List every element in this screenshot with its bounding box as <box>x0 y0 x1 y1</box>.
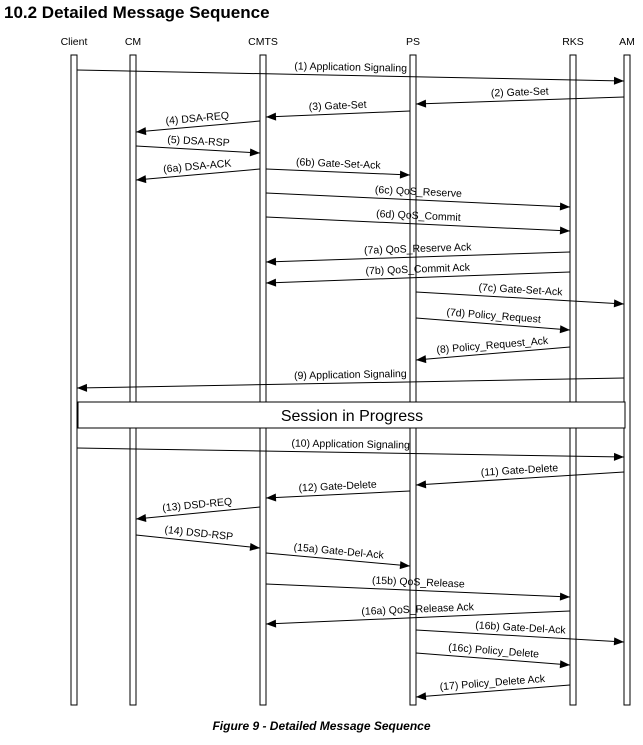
arrowhead-icon <box>77 383 88 392</box>
message-label: (7d) Policy_Request <box>446 306 541 325</box>
arrowhead-icon <box>416 99 427 108</box>
message-arrow <box>135 145 261 154</box>
arrowhead-icon <box>559 202 570 211</box>
message-label: (15a) Gate-Del-Ack <box>293 541 385 561</box>
message-label: (6b) Gate-Set-Ack <box>296 156 382 172</box>
participant-label: CM <box>125 36 141 48</box>
message-arrow <box>76 69 625 82</box>
message-arrow <box>415 629 625 643</box>
arrowhead-icon <box>249 148 260 157</box>
message-arrow <box>415 96 625 105</box>
message-arrow <box>415 317 571 331</box>
participant-label: Client <box>61 36 88 48</box>
arrowhead-icon <box>136 127 147 136</box>
message-label: (5) DSA-RSP <box>167 134 230 150</box>
message-arrow <box>135 506 261 520</box>
message-label: (12) Gate-Delete <box>298 479 377 495</box>
lifeline-client <box>70 54 78 706</box>
figure-caption: Figure 9 - Detailed Message Sequence <box>212 719 431 733</box>
arrowhead-icon <box>613 299 624 308</box>
arrowhead-icon <box>136 514 147 523</box>
message-arrow <box>265 168 411 176</box>
message-label: (15b) QoS_Release <box>372 575 465 591</box>
arrowhead-icon <box>266 493 277 502</box>
participant-label: PS <box>406 36 420 48</box>
message-arrow <box>265 216 571 232</box>
arrowhead-icon <box>416 355 427 364</box>
lifeline-ps <box>409 54 417 706</box>
arrowhead-icon <box>249 542 260 551</box>
arrowhead-icon <box>613 76 624 85</box>
message-label: (16b) Gate-Del-Ack <box>475 619 567 636</box>
message-label: (8) Policy_Request_Ack <box>436 335 549 356</box>
participant-label: CMTS <box>248 36 278 48</box>
lifeline-rks <box>569 54 577 706</box>
message-arrow <box>265 251 571 263</box>
message-arrow <box>265 110 411 118</box>
message-arrow <box>265 583 571 598</box>
message-label: (4) DSA-REQ <box>165 110 229 128</box>
message-arrow <box>135 168 261 181</box>
arrowhead-icon <box>266 278 277 287</box>
arrowhead-icon <box>559 325 570 334</box>
message-arrow <box>135 534 261 549</box>
message-label: (6d) QoS_Commit <box>376 208 461 224</box>
lifeline-am <box>623 54 631 706</box>
message-label: (1) Application Signaling <box>294 60 407 74</box>
participant-label: AM <box>619 36 635 48</box>
participant-label: RKS <box>562 36 584 48</box>
arrowhead-icon <box>266 257 277 266</box>
arrowhead-icon <box>416 480 427 489</box>
message-arrow <box>415 652 571 666</box>
message-arrow <box>265 552 411 567</box>
arrowhead-icon <box>136 175 147 184</box>
lifeline-cm <box>129 54 137 706</box>
arrowhead-icon <box>399 170 410 179</box>
arrowhead-icon <box>266 112 277 121</box>
message-arrow <box>76 447 625 458</box>
arrowhead-icon <box>613 637 624 646</box>
arrowhead-icon <box>613 452 624 461</box>
message-label: (3) Gate-Set <box>309 99 367 113</box>
message-label: (9) Application Signaling <box>294 368 407 382</box>
message-label: (7c) Gate-Set-Ack <box>478 282 563 299</box>
message-label: (14) DSD-RSP <box>164 524 234 543</box>
message-label: (11) Gate-Delete <box>480 462 558 479</box>
message-arrow <box>265 610 571 625</box>
arrowhead-icon <box>416 692 427 701</box>
arrowhead-icon <box>399 561 410 570</box>
message-arrow <box>415 346 571 361</box>
arrowhead-icon <box>559 660 570 669</box>
message-arrow <box>415 684 571 698</box>
message-arrow <box>265 192 571 208</box>
message-label: (13) DSD-REQ <box>162 496 233 515</box>
message-label: (10) Application Signaling <box>291 438 410 452</box>
session-box <box>77 401 626 429</box>
message-label: (2) Gate-Set <box>491 86 549 100</box>
message-arrow <box>415 291 625 305</box>
message-label: (7a) QoS_Reserve Ack <box>364 241 472 257</box>
arrowhead-icon <box>559 592 570 601</box>
message-label: (7b) QoS_Commit Ack <box>365 262 471 278</box>
message-arrow <box>265 271 571 284</box>
session-label: Session in Progress <box>281 408 423 425</box>
message-arrow <box>135 120 261 133</box>
section-title: 10.2 Detailed Message Sequence <box>4 3 270 22</box>
lifeline-cmts <box>259 54 267 706</box>
message-label: (17) Policy_Delete Ack <box>439 673 546 693</box>
arrowhead-icon <box>559 226 570 235</box>
message-label: (16c) Policy_Delete <box>448 642 540 661</box>
message-arrow <box>415 471 625 486</box>
arrowhead-icon <box>266 619 277 628</box>
message-label: (16a) QoS_Release Ack <box>361 601 475 618</box>
message-arrow <box>76 377 625 389</box>
message-arrow <box>265 490 411 499</box>
message-label: (6c) QoS_Reserve <box>375 184 463 200</box>
